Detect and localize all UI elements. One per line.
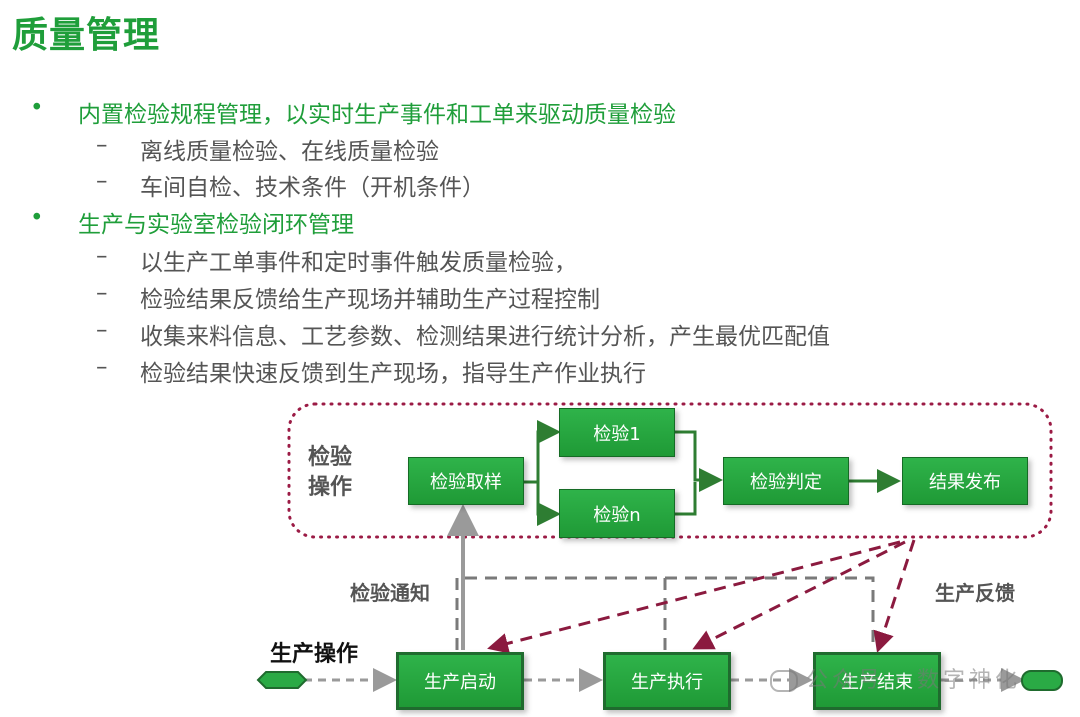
inspection-notice-label: 检验通知 bbox=[350, 581, 430, 605]
sub-bullet-2-3: – 收集来料信息、工艺参数、检测结果进行统计分析，产生最优匹配值 bbox=[96, 317, 830, 351]
flow-line bbox=[673, 482, 697, 516]
sub-bullet-marker: – bbox=[96, 132, 108, 158]
sub-bullet-text: 检验结果快速反馈到生产现场，指导生产作业执行 bbox=[140, 361, 646, 387]
sub-bullet-text: 收集来料信息、工艺参数、检测结果进行统计分析，产生最优匹配值 bbox=[140, 324, 830, 350]
inspection-ops-label-line1: 检验 bbox=[308, 445, 353, 470]
sub-bullet-marker: – bbox=[96, 280, 108, 306]
sub-bullet-marker: – bbox=[96, 243, 108, 269]
production-start-terminal bbox=[256, 671, 308, 689]
bullet-1-text: 内置检验规程管理，以实时生产事件和工单来驱动质量检验 bbox=[78, 102, 676, 128]
feedback-arrow bbox=[873, 539, 916, 653]
inspection-ops-label-line2: 操作 bbox=[308, 475, 353, 500]
feedback-arrow bbox=[487, 540, 901, 654]
inspect-n-box: 检验n bbox=[559, 489, 675, 538]
sub-bullet-text: 离线质量检验、在线质量检验 bbox=[140, 139, 439, 165]
inspection-ops-label: 检验 操作 bbox=[308, 443, 352, 503]
inspection-area-frame bbox=[287, 402, 1053, 539]
watermark: 公众号 · 数字神化 bbox=[770, 662, 1021, 694]
sub-bullet-marker: – bbox=[96, 168, 108, 194]
prod-end-box: 生产结束 bbox=[813, 652, 941, 710]
judgement-box: 检验判定 bbox=[723, 457, 849, 505]
sub-bullet-text: 以生产工单事件和定时事件触发质量检验， bbox=[140, 250, 577, 276]
inspect-1-box: 检验1 bbox=[559, 408, 675, 457]
bullet-2: • 生产与实验室检验闭环管理 bbox=[30, 205, 354, 239]
flow-line bbox=[522, 420, 561, 484]
page-title: 质量管理 bbox=[12, 15, 161, 56]
sampling-box: 检验取样 bbox=[408, 457, 524, 505]
sub-bullet-text: 车间自检、技术条件（开机条件） bbox=[140, 175, 485, 201]
bullet-1: • 内置检验规程管理，以实时生产事件和工单来驱动质量检验 bbox=[30, 95, 676, 129]
sub-bullet-2-4: – 检验结果快速反馈到生产现场，指导生产作业执行 bbox=[96, 354, 646, 388]
flow-line bbox=[673, 430, 723, 492]
sub-bullet-text: 检验结果反馈给生产现场并辅助生产过程控制 bbox=[140, 287, 600, 313]
sub-bullet-marker: – bbox=[96, 317, 108, 343]
prod-start-box: 生产启动 bbox=[396, 652, 524, 710]
prod-execute-box: 生产执行 bbox=[603, 652, 731, 710]
bullet-marker: • bbox=[30, 205, 44, 231]
bullet-marker: • bbox=[30, 95, 44, 121]
flow-line bbox=[536, 482, 561, 526]
sub-bullet-2-1: – 以生产工单事件和定时事件触发质量检验， bbox=[96, 243, 577, 277]
production-feedback-label: 生产反馈 bbox=[935, 581, 1015, 605]
sub-bullet-1-1: – 离线质量检验、在线质量检验 bbox=[96, 132, 439, 166]
production-end-terminal bbox=[1021, 670, 1063, 691]
sub-bullet-2-2: – 检验结果反馈给生产现场并辅助生产过程控制 bbox=[96, 280, 600, 314]
result-publish-box: 结果发布 bbox=[902, 457, 1028, 505]
bullet-2-text: 生产与实验室检验闭环管理 bbox=[78, 212, 354, 238]
sub-bullet-marker: – bbox=[96, 354, 108, 380]
sub-bullet-1-2: – 车间自检、技术条件（开机条件） bbox=[96, 168, 485, 202]
wechat-icon bbox=[770, 670, 798, 692]
production-ops-label: 生产操作 bbox=[270, 642, 359, 667]
watermark-text: 公众号 · 数字神化 bbox=[806, 668, 1021, 693]
